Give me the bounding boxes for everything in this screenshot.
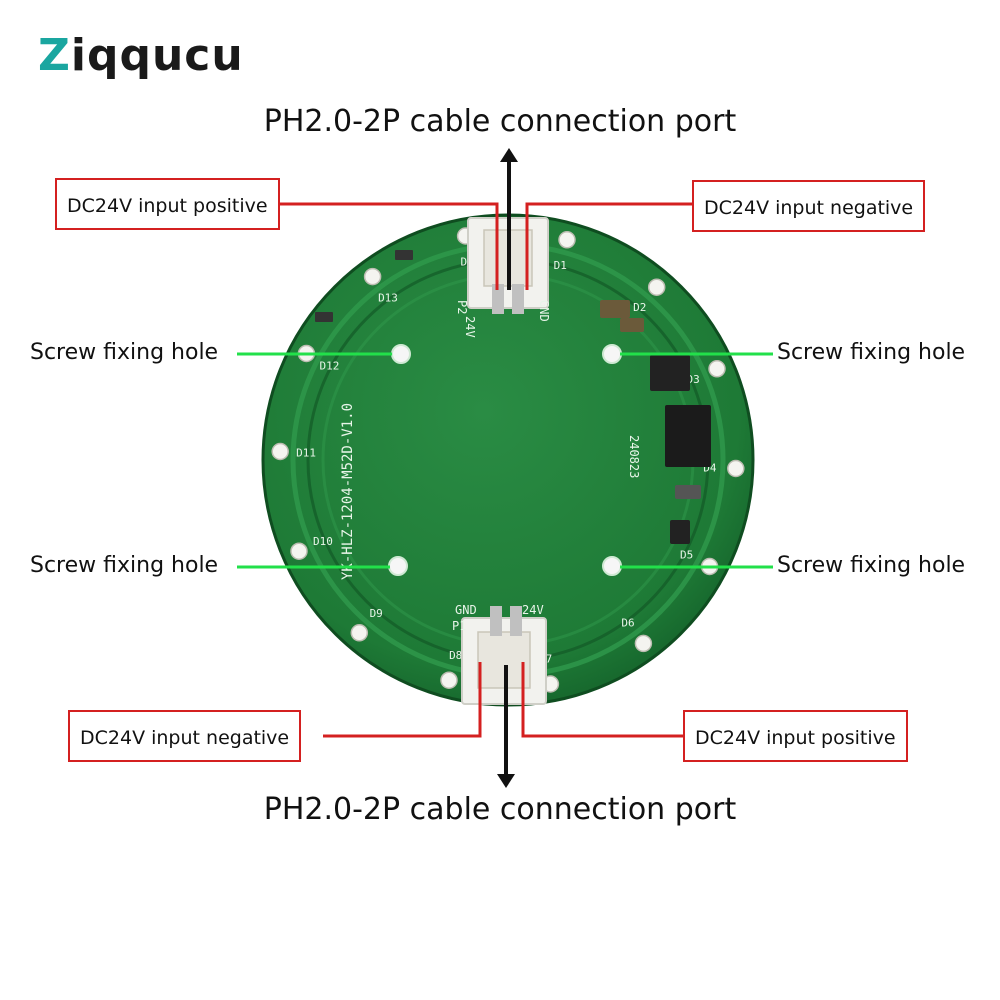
led-d2 — [647, 278, 666, 296]
led-label-d8: D8 — [449, 649, 462, 662]
led-label-d11: D11 — [296, 446, 316, 459]
screw-hole-lower-right — [602, 556, 622, 576]
screw-hole-upper-right — [602, 344, 622, 364]
bottom-port-title: PH2.0-2P cable connection port — [263, 792, 737, 827]
brand-logo: Ziqqucu — [38, 30, 244, 81]
hole-label-upper-right: Screw fixing hole — [777, 340, 966, 365]
hole-label-lower-right: Screw fixing hole — [777, 553, 966, 578]
hole-leader-lines — [237, 352, 773, 569]
led-d8 — [440, 671, 458, 689]
screw-hole-upper-left — [391, 344, 411, 364]
led-label-d12: D12 — [319, 360, 339, 373]
bottom-connector-ref: P1 — [452, 619, 466, 633]
bottom-connector-pin-right: 24V — [522, 603, 544, 617]
brand-logo-text: iqqucu — [70, 30, 244, 81]
led-label-d5: D5 — [680, 548, 693, 561]
callout-top-left: DC24V input positive — [55, 178, 280, 230]
top-connector-pin-left: 24V — [463, 316, 477, 338]
ic-chips — [315, 250, 711, 544]
down-arrow-icon — [497, 774, 515, 788]
port-arrows — [497, 148, 518, 788]
led-d11 — [271, 442, 289, 461]
led-label-d9: D9 — [370, 607, 383, 620]
led-d4 — [727, 459, 745, 478]
led-d9 — [350, 624, 369, 642]
led-d13 — [363, 267, 382, 286]
led-label-d13: D13 — [378, 292, 398, 305]
top-connector-ref: P2 — [455, 300, 469, 314]
led-d10 — [290, 542, 308, 560]
brand-logo-initial: Z — [38, 30, 71, 81]
led-d6 — [634, 634, 653, 653]
top-port-title: PH2.0-2P cable connection port — [263, 104, 737, 139]
top-connector-pin-right: GND — [537, 300, 551, 322]
callout-leader-lines — [280, 202, 692, 738]
hole-label-upper-left: Screw fixing hole — [30, 340, 219, 365]
led-label-d1: D1 — [554, 259, 567, 272]
bottom-connector-pin-left: GND — [455, 603, 477, 617]
led-label-d6: D6 — [621, 617, 634, 630]
callout-top-right: DC24V input negative — [692, 180, 926, 232]
pcb-date-code: 240823 — [627, 435, 641, 478]
hole-label-lower-left: Screw fixing hole — [30, 553, 219, 578]
pcb-silkscreen-main: YK-HLZ-1204-M52D-V1.0 — [340, 403, 356, 580]
up-arrow-icon — [500, 148, 518, 162]
callout-bottom-right: DC24V input positive — [683, 710, 908, 762]
led-d3 — [708, 360, 726, 378]
bottom-connector: P1 GND 24V — [452, 603, 547, 705]
callout-bottom-left: DC24V input negative — [68, 710, 302, 762]
led-label-d10: D10 — [313, 535, 333, 548]
led-label-d2: D2 — [633, 301, 646, 314]
screw-hole-lower-left — [388, 556, 408, 576]
led-d1 — [558, 231, 576, 249]
